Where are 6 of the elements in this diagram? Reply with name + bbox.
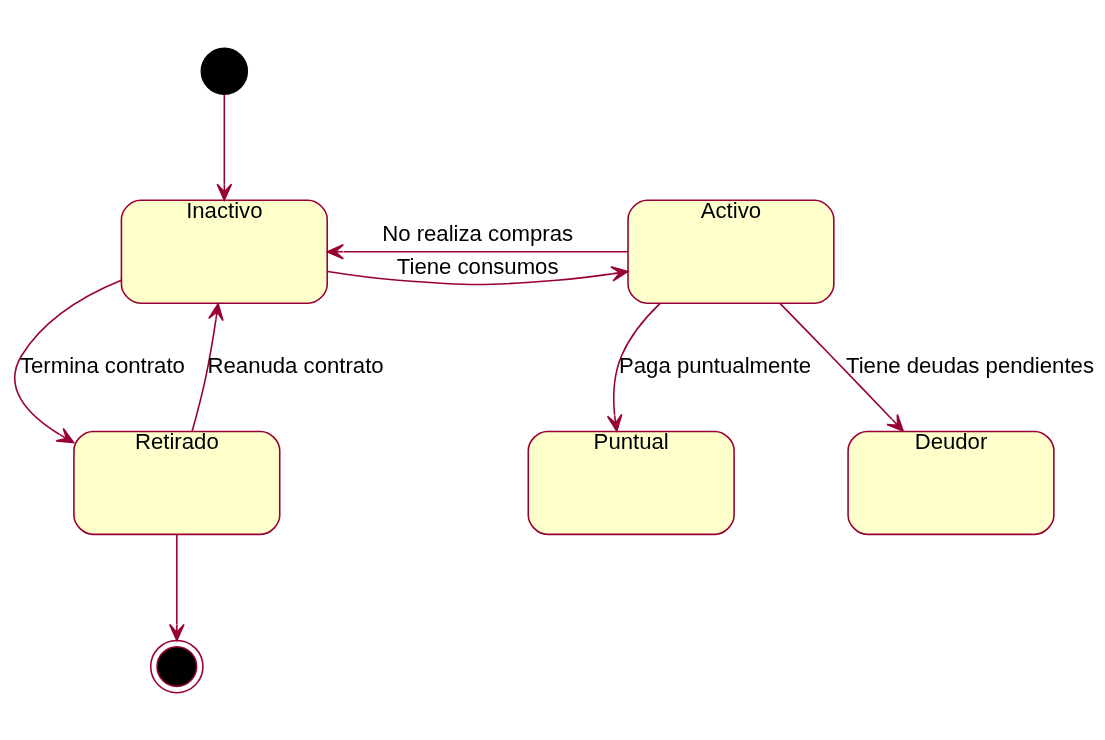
edge-label: Termina contrato [19,352,185,378]
edge-label: Tiene deudas pendientes [845,352,1094,378]
edge-label: No realiza compras [382,220,574,246]
edge-label: Tiene consumos [396,253,559,279]
edge-label: Paga puntualmente [619,352,812,378]
edge-label: Reanuda contrato [207,352,384,378]
